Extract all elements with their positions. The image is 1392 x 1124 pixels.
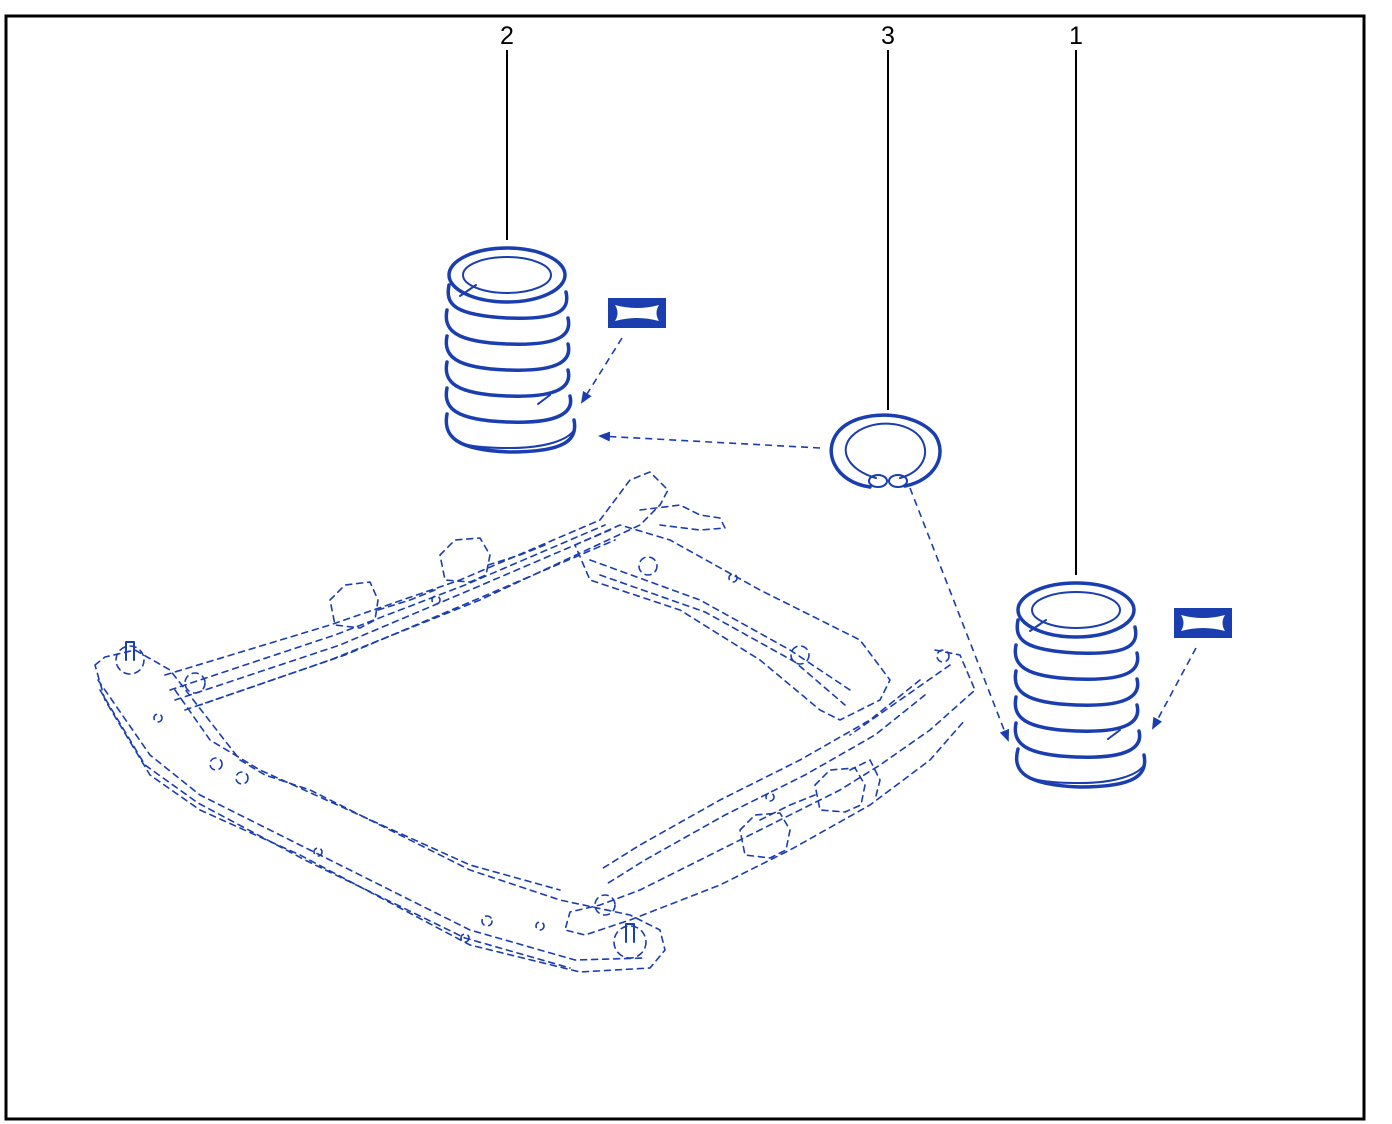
callout-label-3: 3 — [881, 22, 895, 50]
suspension-crossmember — [94, 471, 976, 973]
lubricant-symbol-icon — [1174, 608, 1232, 638]
callout-label-2: 2 — [500, 22, 514, 50]
lubricant-pointer-right — [1152, 647, 1197, 730]
callout-label-1: 1 — [1069, 22, 1083, 50]
spring-insulator — [829, 413, 942, 489]
diagram-frame — [4, 14, 1366, 1121]
coil-spring-right — [1013, 581, 1147, 789]
insulator-pointer-left — [598, 431, 821, 449]
lubricant-symbol-icon — [608, 298, 666, 328]
insulator-pointer-right — [909, 487, 1010, 742]
lubricant-pointer-left — [580, 337, 623, 404]
coil-spring-left — [444, 246, 577, 454]
